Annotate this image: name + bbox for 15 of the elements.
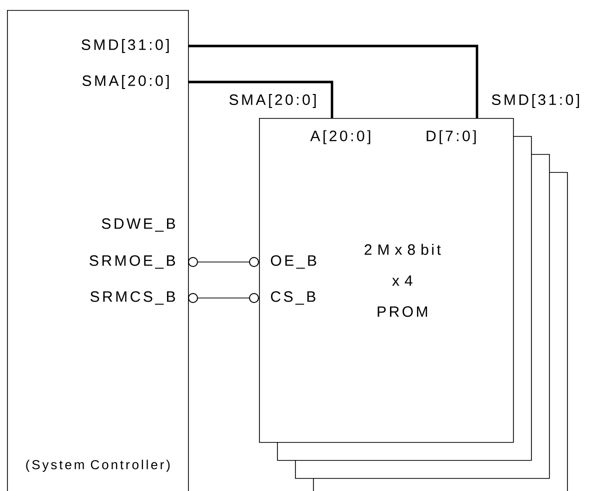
edge-label: SMA[20:0] (228, 93, 318, 109)
pin-label: SMA[20:0] (82, 75, 169, 89)
pin-label: SRMCS_B (90, 291, 175, 305)
pin-label: CS_B (270, 291, 316, 305)
edge-label: SMD[31:0] (490, 93, 582, 109)
pin-label: SRMOE_B (90, 255, 175, 269)
connector-line (188, 80, 334, 118)
pin-label: OE_B (270, 255, 316, 269)
connector-line (188, 293, 259, 303)
pin-label: SMD[31:0] (82, 39, 169, 53)
connector-line (188, 44, 478, 118)
pin-label: D[7:0] (426, 130, 476, 144)
pin-label: SDWE_B (102, 218, 175, 232)
connector-line (188, 257, 259, 267)
pin-label: A[20:0] (310, 130, 370, 144)
